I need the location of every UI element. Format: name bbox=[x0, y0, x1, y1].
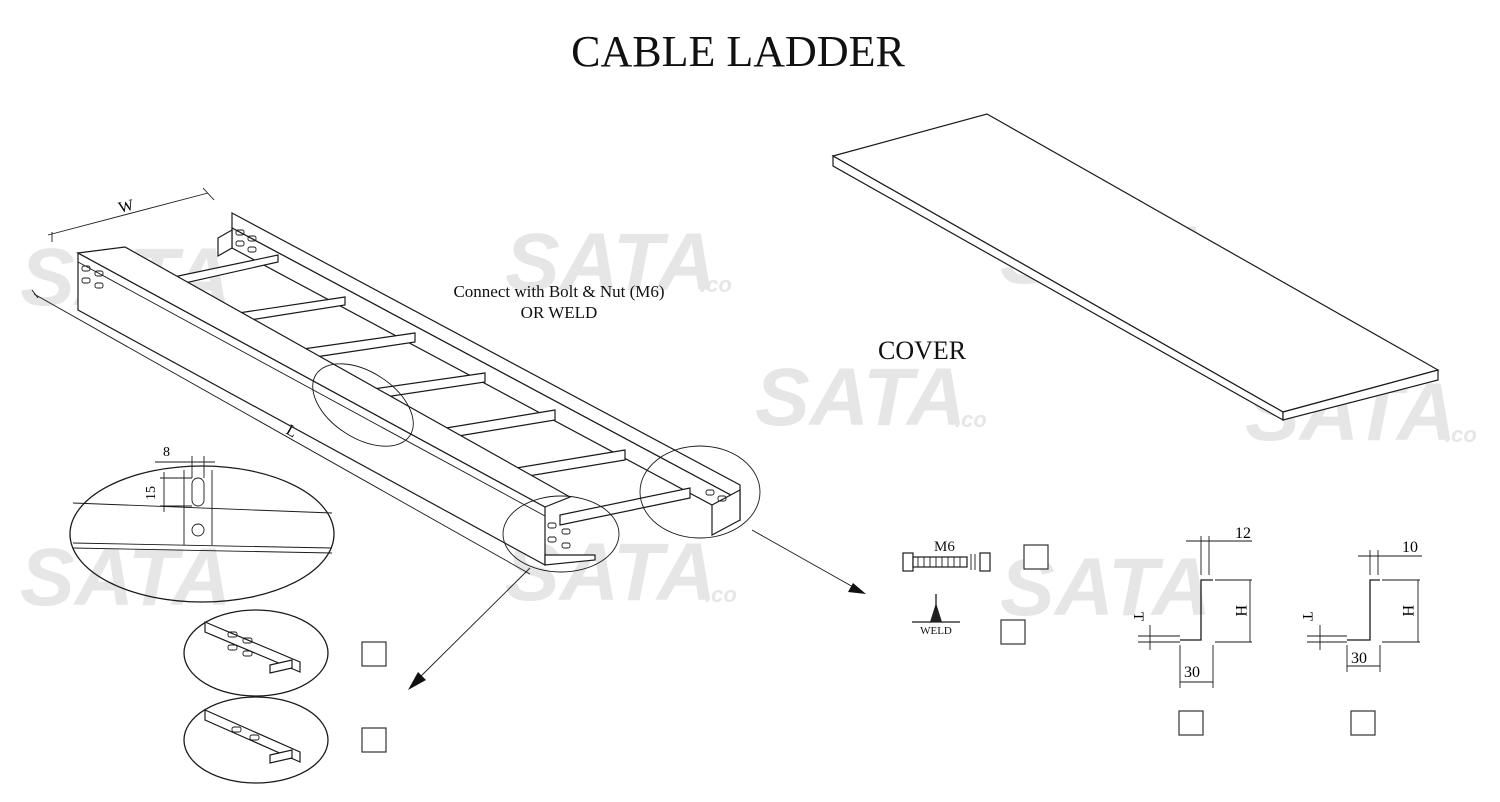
dimension-slot-height: 15 bbox=[144, 486, 159, 500]
watermark: SATA bbox=[20, 532, 231, 623]
end-option-four-hole bbox=[183, 609, 329, 697]
dimension-profile-a-height: H bbox=[1232, 605, 1249, 617]
bolt-nut bbox=[902, 552, 991, 572]
watermark: SATA bbox=[755, 352, 966, 443]
dimension-profile-a-lip: 12 bbox=[1235, 525, 1251, 542]
option-checkbox-profile-a[interactable] bbox=[1178, 710, 1204, 736]
bolt-label: M6 bbox=[934, 539, 955, 555]
cover bbox=[831, 113, 1440, 422]
dimension-profile-a-thickness: T bbox=[1130, 612, 1146, 621]
detail-circle-back-end bbox=[639, 445, 761, 539]
end-option-two-hole bbox=[183, 696, 329, 784]
option-checkbox-two-hole[interactable] bbox=[361, 727, 387, 753]
option-checkbox-bolt[interactable] bbox=[1023, 544, 1049, 570]
option-checkbox-four-hole[interactable] bbox=[361, 641, 387, 667]
end-holes-back bbox=[235, 229, 727, 502]
detail-circle-front-end bbox=[502, 495, 620, 573]
watermark: .co bbox=[1445, 422, 1477, 447]
profile-a bbox=[1138, 536, 1252, 688]
connect-note-line2: OR WELD bbox=[521, 303, 598, 322]
weld-symbol bbox=[912, 594, 960, 623]
watermark: .co bbox=[700, 272, 732, 297]
detail-circle-rung bbox=[312, 363, 414, 447]
cover-label: COVER bbox=[878, 336, 967, 365]
watermark: SATA bbox=[505, 217, 716, 308]
option-checkbox-weld[interactable] bbox=[1000, 619, 1026, 645]
connect-note-line1: Connect with Bolt & Nut (M6) bbox=[453, 282, 664, 301]
dimension-length: L bbox=[283, 422, 300, 442]
dimension-profile-b-height: H bbox=[1399, 605, 1416, 617]
profile-b bbox=[1307, 550, 1422, 672]
option-checkbox-profile-b[interactable] bbox=[1350, 710, 1376, 736]
cable-ladder: W L bbox=[31, 187, 866, 690]
weld-label: WELD bbox=[920, 625, 952, 637]
dimension-profile-b-lip: 10 bbox=[1402, 539, 1418, 556]
dimension-profile-b-base: 30 bbox=[1351, 650, 1367, 667]
watermark: .co bbox=[955, 407, 987, 432]
page-title: CABLE LADDER bbox=[571, 27, 905, 76]
dimension-width: W bbox=[117, 197, 137, 217]
dimension-slot-width: 8 bbox=[163, 445, 170, 460]
dimension-profile-a-base: 30 bbox=[1184, 664, 1200, 681]
dimension-profile-b-thickness: T bbox=[1299, 612, 1315, 621]
end-holes-front bbox=[81, 265, 571, 549]
watermark: .co bbox=[705, 582, 737, 607]
slot-detail: 8 15 bbox=[69, 445, 335, 603]
